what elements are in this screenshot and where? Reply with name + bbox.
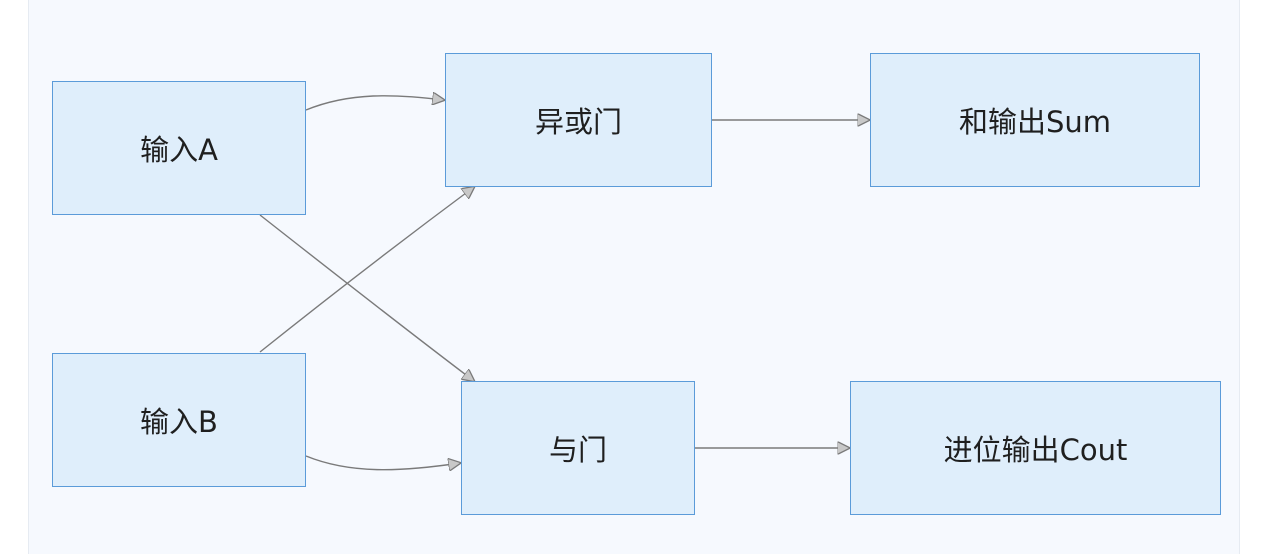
node-xor-gate: 异或门 [445, 53, 712, 187]
node-input-b: 输入B [52, 353, 306, 487]
node-carry-output: 进位输出Cout [850, 381, 1221, 515]
node-sum-output-label: 和输出Sum [958, 105, 1112, 139]
node-and-gate: 与门 [461, 381, 695, 515]
node-xor-gate-label: 异或门 [534, 105, 622, 139]
node-carry-output-label: 进位输出Cout [943, 433, 1128, 467]
node-input-a: 输入A [52, 81, 306, 215]
node-input-b-label: 输入B [140, 405, 218, 439]
node-and-gate-label: 与门 [548, 433, 607, 467]
node-input-a-label: 输入A [140, 133, 218, 167]
node-sum-output: 和输出Sum [870, 53, 1200, 187]
